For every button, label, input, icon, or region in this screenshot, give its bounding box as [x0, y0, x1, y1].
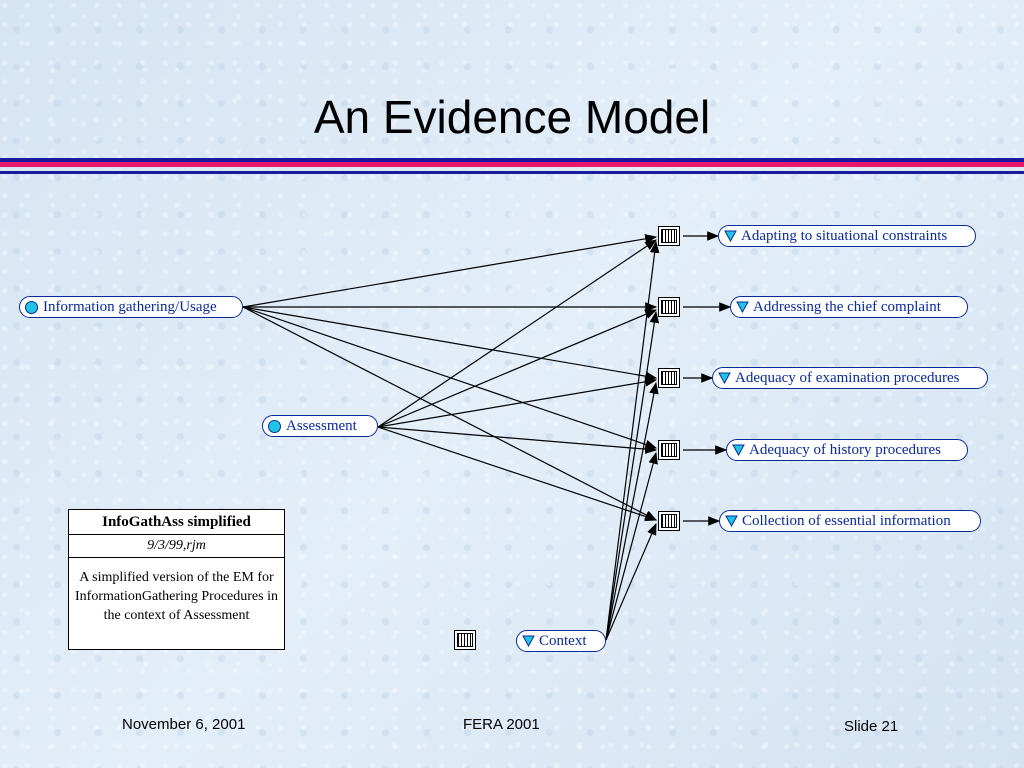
node-context[interactable]: Context [516, 630, 606, 652]
edge-info-t5 [242, 306, 658, 521]
model-info-meta: 9/3/99,rjm [69, 535, 284, 558]
edge-context-t1 [605, 240, 660, 641]
edge-context-t4 [605, 451, 658, 641]
header-rule-top [0, 158, 1024, 162]
node-label: Collection of essential information [742, 512, 951, 529]
node-label: Information gathering/Usage [43, 298, 217, 315]
node-observable[interactable]: Adequacy of examination procedures [712, 367, 988, 389]
footer-date: November 6, 2001 [122, 716, 246, 733]
model-info-box: InfoGathAss simplified 9/3/99,rjm A simp… [68, 509, 285, 650]
node-label: Assessment [286, 417, 357, 434]
triangle-node-icon [725, 515, 738, 527]
edge-info-t1 [242, 234, 658, 308]
edge-assess-t1 [377, 239, 657, 428]
footer-slide-number: Slide 21 [844, 718, 899, 735]
triangle-node-icon [724, 230, 737, 242]
footer-event: FERA 2001 [463, 716, 540, 733]
node-observable[interactable]: Addressing the chief complaint [730, 296, 968, 318]
slide-title: An Evidence Model [313, 91, 711, 143]
edge-info-t4 [242, 306, 658, 450]
probability-table-icon[interactable] [454, 630, 476, 650]
header-rule-pink [0, 162, 1024, 167]
node-observable[interactable]: Collection of essential information [719, 510, 981, 532]
model-info-description: A simplified version of the EM for Infor… [75, 570, 278, 623]
edge-context-t3 [605, 381, 659, 641]
triangle-node-icon [732, 444, 745, 456]
edge-context-t2 [605, 310, 660, 641]
model-info-title: InfoGathAss simplified [69, 510, 284, 535]
triangle-node-icon [522, 635, 535, 647]
node-label: Adapting to situational constraints [741, 227, 948, 244]
edge-context-t5 [605, 522, 657, 641]
node-label: Context [539, 632, 587, 649]
circle-node-icon [25, 300, 38, 314]
node-observable[interactable]: Adequacy of history procedures [726, 439, 968, 461]
triangle-node-icon [718, 372, 731, 384]
probability-table-icon[interactable] [658, 511, 680, 531]
probability-table-icon[interactable] [658, 368, 680, 388]
triangle-node-icon [736, 301, 749, 313]
probability-table-icon[interactable] [658, 226, 680, 246]
node-assessment[interactable]: Assessment [262, 415, 378, 437]
node-label: Adequacy of history procedures [749, 441, 942, 458]
edge-assess-t4 [377, 426, 658, 454]
node-information-gathering[interactable]: Information gathering/Usage [19, 296, 243, 318]
node-label: Adequacy of examination procedures [735, 369, 960, 386]
probability-table-icon[interactable] [658, 297, 680, 317]
circle-node-icon [268, 419, 281, 433]
edge-assess-t2 [377, 309, 658, 428]
header-rule-bottom [0, 171, 1024, 174]
node-label: Addressing the chief complaint [753, 298, 941, 315]
edge-info-t3 [242, 306, 658, 381]
edge-assess-t3 [377, 377, 658, 428]
edge-assess-t5 [377, 426, 658, 522]
node-observable[interactable]: Adapting to situational constraints [718, 225, 976, 247]
probability-table-icon[interactable] [658, 440, 680, 460]
